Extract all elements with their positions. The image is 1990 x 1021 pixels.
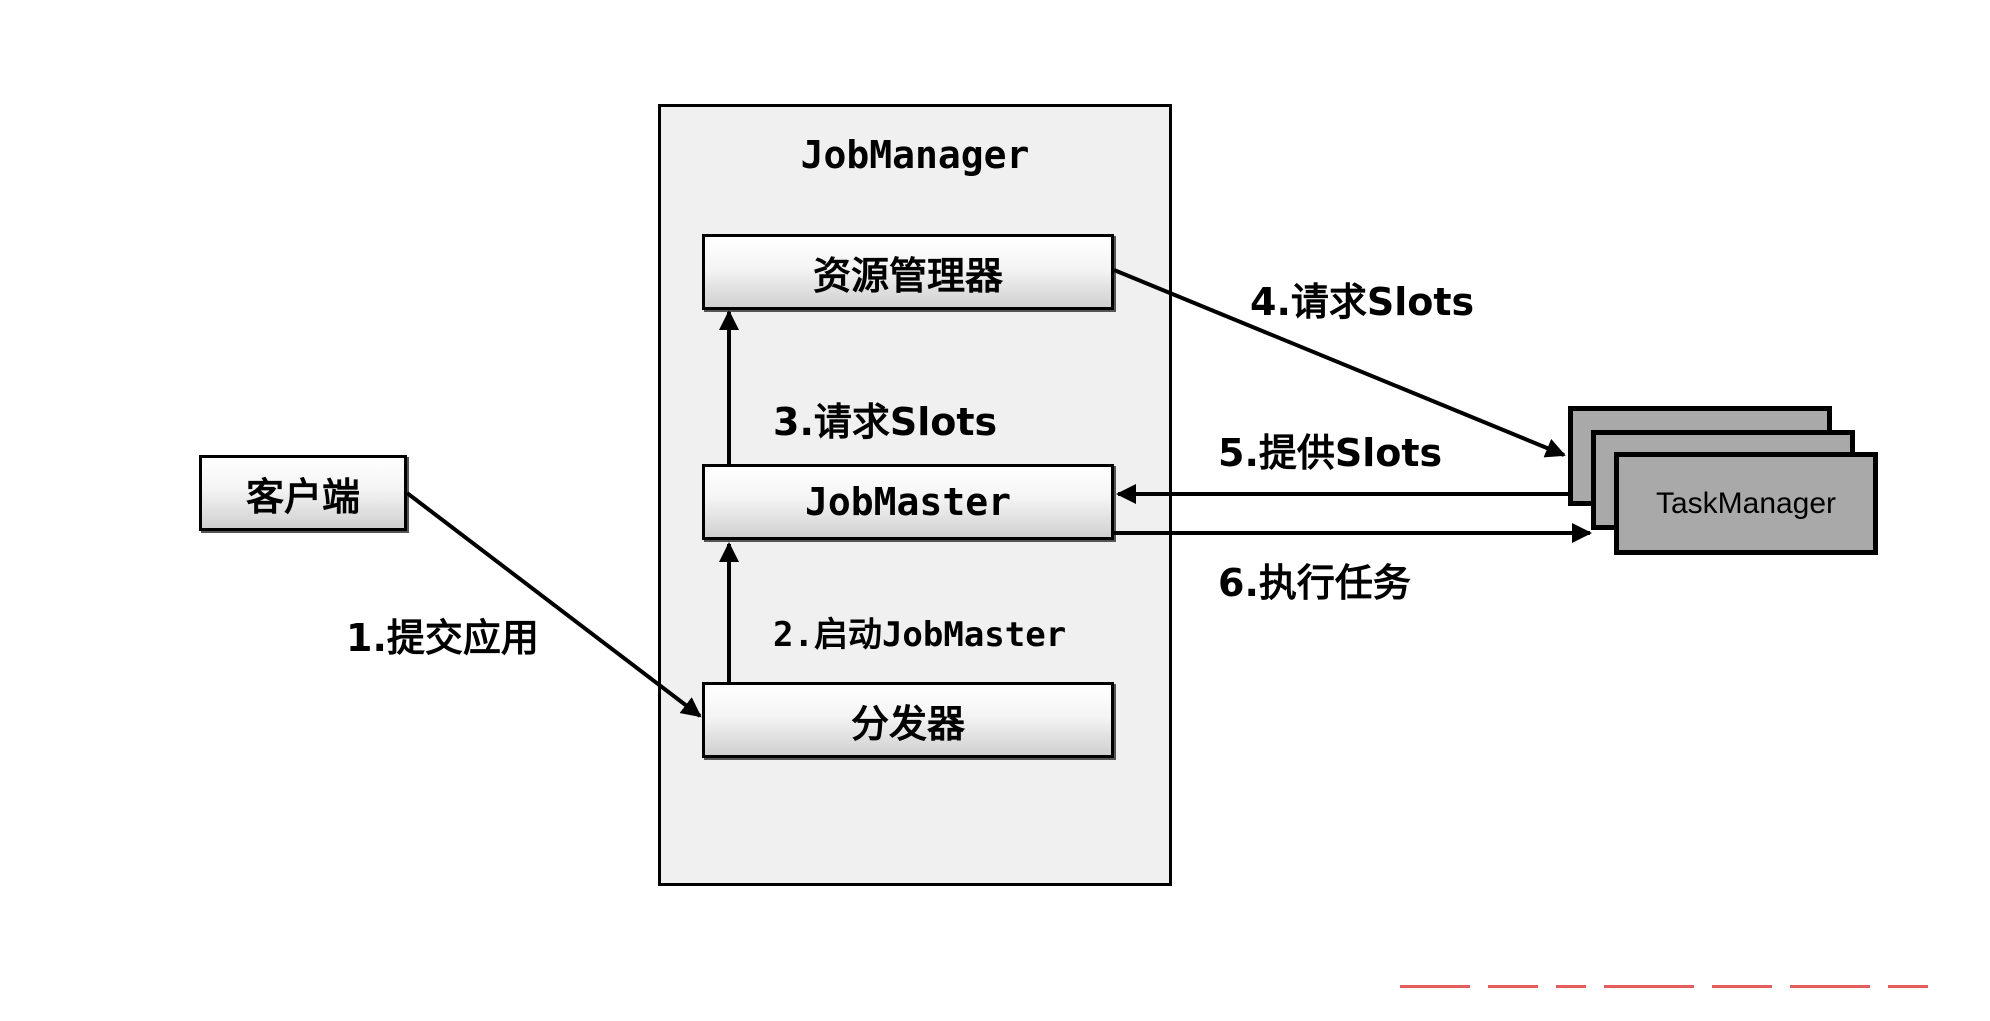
label-request-slots-internal: 3.请求Slots — [773, 400, 998, 444]
task-manager-label: TaskManager — [1655, 486, 1837, 520]
label-execute-tasks: 6.执行任务 — [1218, 561, 1411, 605]
label-start-jobmaster-verb: 启动 — [813, 615, 882, 655]
edge-submit-application — [405, 491, 702, 718]
jobmanager-title: JobManager — [800, 133, 1030, 177]
dispatcher-node: 分发器 — [702, 682, 1114, 758]
client-node: 客户端 — [199, 455, 407, 531]
task-manager-node: TaskManager — [1614, 452, 1878, 555]
label-start-jobmaster-target: JobMaster — [881, 615, 1067, 655]
label-submit-application: 1.提交应用 — [346, 616, 539, 660]
job-master-node: JobMaster — [702, 464, 1114, 540]
client-label: 客户端 — [245, 474, 360, 519]
job-master-label: JobMaster — [805, 480, 1011, 524]
resource-manager-node: 资源管理器 — [702, 234, 1114, 310]
label-start-jobmaster-number: 2. — [773, 615, 814, 655]
label-start-jobmaster: 2.启动JobMaster — [773, 610, 1066, 660]
dispatcher-label: 分发器 — [850, 701, 965, 746]
bottom-watermark — [1400, 976, 1990, 988]
label-request-slots-external: 4.请求Slots — [1250, 280, 1475, 324]
label-offer-slots: 5.提供Slots — [1218, 431, 1443, 475]
resource-manager-label: 资源管理器 — [812, 253, 1003, 298]
corner-watermark — [1720, 28, 1990, 46]
